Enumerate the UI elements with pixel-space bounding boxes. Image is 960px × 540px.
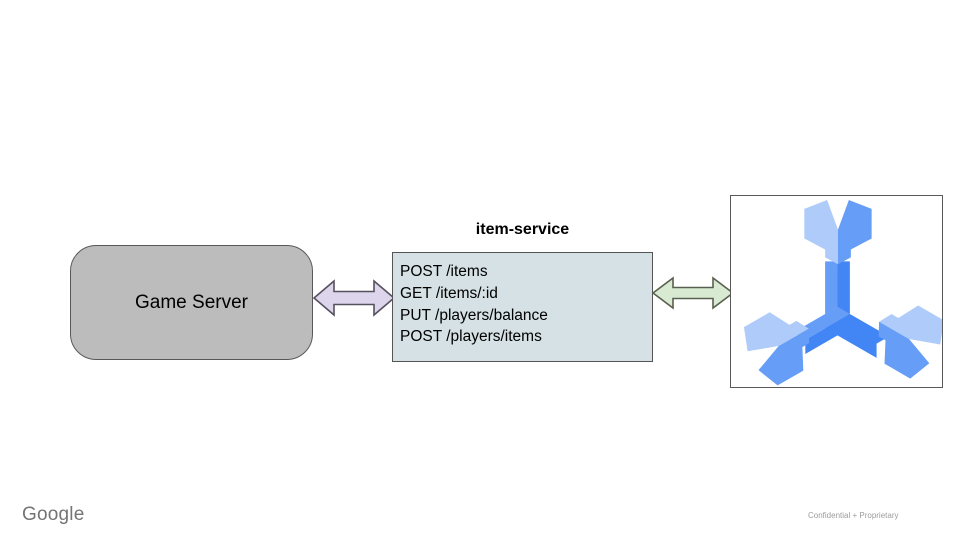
item-service-title: item-service: [475, 221, 570, 238]
spanner-beam: [825, 261, 850, 314]
endpoint-line: GET /items/:id: [400, 284, 498, 302]
game-server-box: Game Server: [70, 245, 313, 360]
arrow-game-to-service: [312, 279, 396, 317]
game-server-label: Game Server: [135, 291, 248, 313]
item-service-box: POST /items GET /items/:id PUT /players/…: [392, 252, 653, 362]
arrow-service-to-spanner: [651, 276, 735, 310]
endpoint-line: POST /players/items: [400, 328, 542, 346]
wrench-head-top: [804, 199, 872, 265]
cloud-spanner-logo-box: [730, 195, 943, 388]
wrench-head-bottom-right: [878, 305, 942, 379]
double-arrow-icon: [651, 276, 735, 310]
confidentiality-note: Confidential + Proprietary: [808, 511, 899, 520]
endpoint-line: POST /items: [400, 263, 488, 280]
google-logo: Google: [22, 504, 85, 525]
endpoint-line: PUT /players/balance: [400, 306, 548, 324]
cloud-spanner-icon: [743, 199, 942, 386]
double-arrow-icon: [312, 279, 396, 317]
spanner-arm-left-front: [805, 313, 850, 354]
wrench-head-bottom-left: [743, 312, 810, 386]
